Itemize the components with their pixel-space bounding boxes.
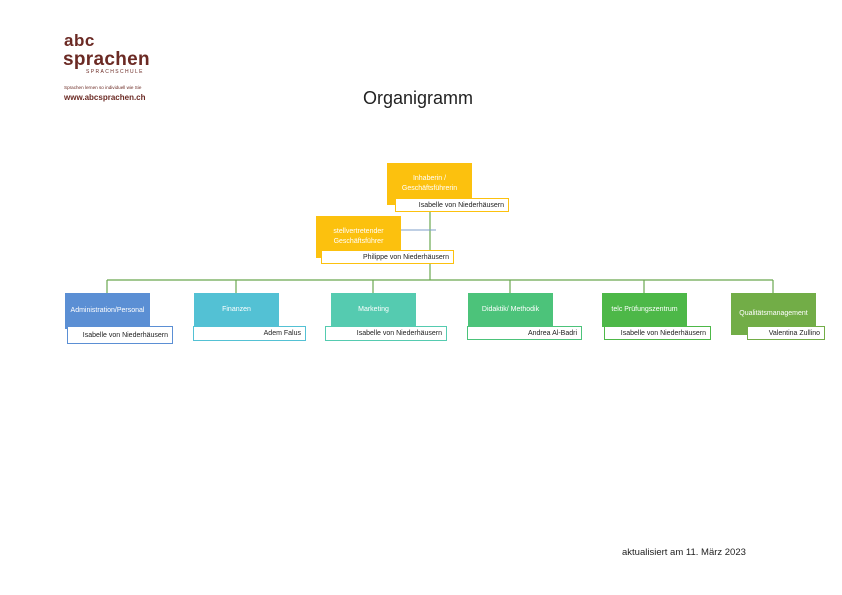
dept-administration-name: Isabelle von Niederhäusern bbox=[67, 326, 173, 344]
logo-url: www.abcsprachen.ch bbox=[64, 93, 146, 102]
page-title: Organigramm bbox=[0, 88, 842, 109]
logo-sprachen: sprachen bbox=[63, 49, 150, 70]
logo-abc: abc bbox=[64, 31, 95, 50]
node-ceo-name: Isabelle von Niederhäusern bbox=[395, 198, 509, 212]
dept-marketing-name: Isabelle von Niederhäusern bbox=[325, 326, 447, 341]
updated-date: aktualisiert am 11. März 2023 bbox=[622, 547, 746, 558]
dept-qualitaet-name: Valentina Zullino bbox=[747, 326, 825, 340]
dept-finanzen-role: Finanzen bbox=[194, 293, 279, 327]
logo-tagline: Sprachen lernen so individuell wie Sie bbox=[64, 85, 142, 90]
node-deputy-name: Philippe von Niederhäusern bbox=[321, 250, 454, 264]
dept-finanzen-name: Adem Falus bbox=[193, 326, 306, 341]
title-text: Organigramm bbox=[362, 88, 474, 108]
dept-administration-role: Administration/Personal bbox=[65, 293, 150, 329]
dept-marketing-role: Marketing bbox=[331, 293, 416, 327]
dept-telc-name: Isabelle von Niederhäusern bbox=[604, 326, 711, 340]
dept-telc-role: telc Prüfungszentrum bbox=[602, 293, 687, 327]
logo-subtitle: SPRACHSCHULE bbox=[86, 69, 144, 75]
dept-didaktik-name: Andrea Al-Badri bbox=[467, 326, 582, 340]
dept-didaktik-role: Didaktik/ Methodik bbox=[468, 293, 553, 327]
